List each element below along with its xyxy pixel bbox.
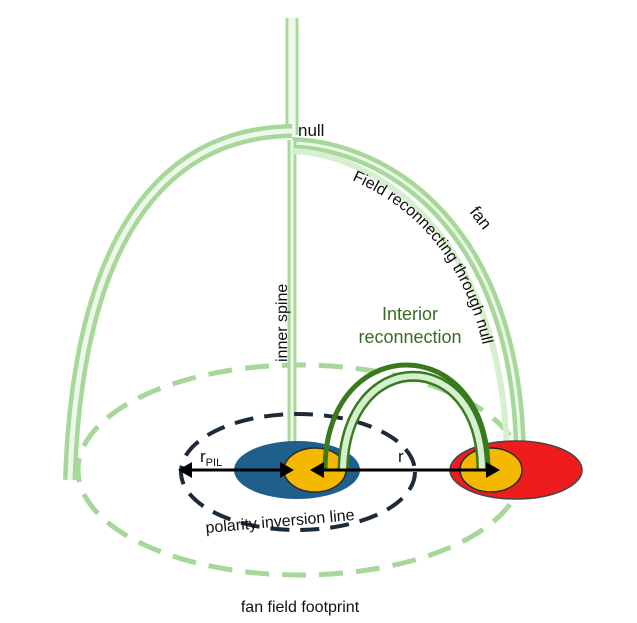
polarity-inversion-line-ellipse <box>179 412 417 532</box>
inner-spine-label: inner spine <box>274 284 291 362</box>
left-fan-dome <box>63 124 293 481</box>
polarity-inversion-line-label: polarity inversion line <box>205 507 355 537</box>
right-fan-dome-inner <box>291 141 522 463</box>
interior-arch-inner-fill <box>340 373 485 471</box>
reconnecting-field-line <box>291 148 510 463</box>
null-label: null <box>298 121 324 140</box>
interior-reconnection-label-line1: Interior <box>382 304 438 324</box>
r-pil-arrow <box>178 462 294 478</box>
fan-label: fan <box>466 203 496 233</box>
r-arrow <box>310 462 500 478</box>
r-pil-subscript: PIL <box>206 457 223 469</box>
left-fan-dome-inner <box>67 128 293 481</box>
interior-reconnection-label-line2: reconnection <box>358 327 461 347</box>
r-pil-main: r <box>200 447 206 466</box>
outer-spine <box>285 18 299 135</box>
interior-arch-outer <box>322 362 491 471</box>
r-pil-label: rPIL <box>200 447 222 469</box>
r-label: r <box>398 447 404 466</box>
fan-field-footprint-label: fan field footprint <box>241 599 360 616</box>
